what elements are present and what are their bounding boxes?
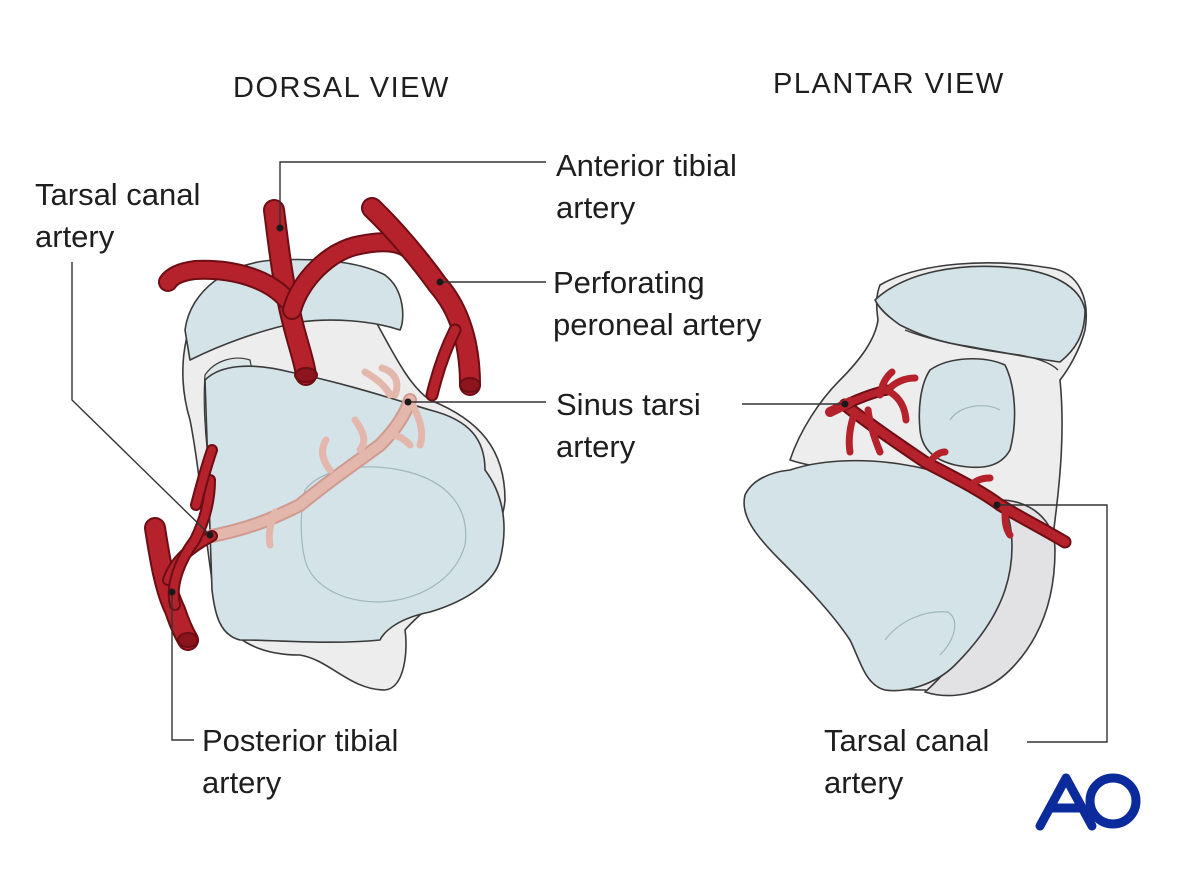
dot-tarsal-canal-plantar: [993, 501, 1001, 509]
perforating-peroneal-cut: [459, 377, 481, 393]
posterior-tibial-branch-2: [169, 476, 214, 609]
dot-tarsal-canal-dorsal: [206, 531, 214, 539]
plantar-middle-contour: [949, 405, 1001, 421]
label-tarsal-canal-dorsal-line2: artery: [35, 219, 115, 254]
plantar-leader-lines: [742, 403, 1108, 743]
plantar-arteries: [825, 368, 1072, 549]
dorsal-leader-lines: [71, 161, 546, 741]
dot-posterior-tibial: [168, 588, 176, 596]
plantar-middle-facet: [918, 358, 1016, 469]
dorsal-head-contour: [300, 466, 467, 603]
plantar-talus: [743, 262, 1087, 697]
ao-logo: [1035, 773, 1141, 831]
sinus-faded-branch-5: [351, 416, 368, 454]
leader-posterior-tibial: [171, 592, 194, 741]
tarsal-canal-faded-vessel-inner: [207, 395, 415, 541]
anterior-tibial-cut: [294, 367, 318, 383]
label-anterior-tibial-line1: Anterior tibial: [556, 148, 737, 183]
plantar-view-title: PLANTAR VIEW: [773, 68, 1005, 100]
label-posterior-tibial-line2: artery: [202, 765, 282, 800]
sinus-faded-branch-7: [265, 508, 279, 549]
leader-tarsal-canal-plantar: [997, 504, 1108, 743]
label-sinus-tarsi-line2: artery: [556, 429, 636, 464]
label-sinus-tarsi: Sinus tarsi artery: [556, 384, 701, 468]
perforating-peroneal-artery: [363, 199, 479, 394]
dot-anterior-tibial: [276, 224, 284, 232]
sinus-faded-branch-4: [378, 364, 401, 399]
sinus-plantar-branch-i: [966, 474, 994, 491]
label-sinus-tarsi-line1: Sinus tarsi: [556, 387, 701, 422]
label-tarsal-canal-dorsal-line1: Tarsal canal: [35, 177, 201, 212]
label-tarsal-canal-plantar-line2: artery: [824, 765, 904, 800]
plantar-facet-strip: [904, 329, 1059, 371]
label-posterior-tibial-line1: Posterior tibial: [202, 723, 399, 758]
sinus-faded-branch-1: [376, 432, 414, 449]
posterior-tibial-branch-3: [192, 446, 216, 509]
label-tarsal-canal-plantar: Tarsal canal artery: [824, 720, 989, 804]
sinus-plantar-branch-f: [845, 408, 859, 456]
peroneal-sinus-branch: [427, 325, 460, 400]
tarsal-canal-plantar-vessel: [840, 400, 1070, 547]
dorsal-head-surface: [204, 365, 505, 644]
sinus-plantar-branch-j: [1001, 506, 1014, 539]
leader-anterior-tibial: [279, 161, 546, 228]
sinus-plantar-branch-h: [926, 448, 949, 466]
sinus-plantar-branch-g: [825, 397, 855, 417]
sinus-faded-branch-3: [361, 368, 394, 399]
label-perforating-peroneal-line2: peroneal artery: [553, 307, 762, 342]
leader-tarsal-canal-dorsal: [71, 262, 211, 536]
ao-logo-o: [1085, 773, 1141, 829]
sinus-plantar-branch-b: [884, 374, 919, 394]
dot-perforating-peroneal: [436, 278, 444, 286]
dorsal-leader-dots: [168, 224, 444, 596]
plantar-head-contour: [884, 611, 956, 656]
dot-sinus-tarsi-plantar: [841, 400, 849, 408]
label-tarsal-canal-plantar-line1: Tarsal canal: [824, 723, 990, 758]
plantar-posterior-facet: [874, 265, 1086, 363]
label-perforating-peroneal: Perforating peroneal artery: [553, 262, 762, 346]
dorsal-faded-arteries: [205, 364, 426, 549]
dot-sinus-tarsi-dorsal: [404, 398, 412, 406]
sinus-plantar-branch-e: [864, 406, 884, 456]
dorsal-arteries: [144, 197, 481, 651]
label-tarsal-canal-dorsal: Tarsal canal artery: [35, 174, 200, 258]
sinus-plantar-branch-c: [876, 368, 896, 399]
dorsal-view-title: DORSAL VIEW: [233, 72, 450, 104]
sinus-plantar-branch-d: [886, 388, 910, 424]
anterior-tibial-left-branch: [160, 261, 295, 308]
sinus-faded-branch-6: [319, 436, 334, 474]
label-anterior-tibial-line2: artery: [556, 190, 636, 225]
posterior-tibial-cut: [177, 632, 199, 648]
plantar-leader-dots: [841, 400, 1001, 509]
sinus-faded-branch-2: [406, 396, 426, 449]
label-perforating-peroneal-line1: Perforating: [553, 265, 705, 300]
label-anterior-tibial: Anterior tibial artery: [556, 145, 737, 229]
label-posterior-tibial: Posterior tibial artery: [202, 720, 398, 804]
ao-logo-a: [1035, 773, 1097, 831]
